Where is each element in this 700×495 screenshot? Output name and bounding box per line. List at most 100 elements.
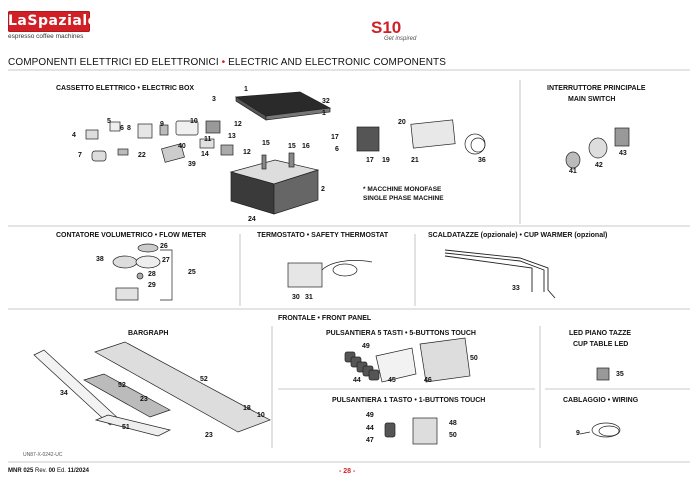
page-title-en: ELECTRIC AND ELECTRONIC COMPONENTS — [228, 57, 447, 68]
model-name: S10 — [371, 18, 401, 38]
section-title-led-it: LED PIANO TAZZE — [569, 330, 632, 337]
section-title-wiring: CABLAGGIO • WIRING — [563, 397, 639, 404]
page-number: - 28 - — [339, 468, 356, 475]
section-title-touch5: PULSANTIERA 5 TASTI • 5-BUTTONS TOUCH — [326, 330, 476, 337]
touch1-drawing — [384, 417, 438, 445]
part-label: 5 — [107, 118, 111, 125]
part-label: 39 — [188, 161, 196, 168]
section-title-front-panel: FRONTALE • FRONT PANEL — [278, 315, 372, 322]
part-label: 14 — [201, 151, 209, 158]
part-label: 18 — [243, 405, 251, 412]
wiring-drawing — [579, 422, 621, 438]
part-label: 20 — [398, 119, 406, 126]
part-label: 1 — [322, 110, 326, 117]
section-title-thermostat: TERMOSTATO • SAFETY THERMOSTAT — [257, 232, 389, 239]
section-title-touch1: PULSANTIERA 1 TASTO • 1-BUTTONS TOUCH — [332, 397, 486, 404]
ed-label: Ed. — [56, 468, 66, 474]
part-label: 2 — [321, 186, 325, 193]
part-label: 15 — [262, 140, 270, 147]
part-label: 22 — [138, 152, 146, 159]
part-label: 13 — [228, 133, 236, 140]
part-label: 35 — [616, 371, 624, 378]
part-label: 42 — [595, 162, 603, 169]
rev-value: 00 — [48, 468, 56, 474]
part-label: 10 — [257, 412, 265, 419]
model-text: S10 — [371, 18, 402, 37]
part-label: 17 — [366, 157, 374, 164]
part-label: 40 — [178, 143, 186, 150]
part-label: 3 — [212, 96, 216, 103]
part-label: 10 — [190, 118, 198, 125]
part-label: 9 — [576, 430, 580, 437]
page-title-it: COMPONENTI ELETTRICI ED ELETTRONICI — [8, 57, 219, 68]
part-label: 21 — [411, 157, 419, 164]
part-label: 44 — [353, 377, 361, 384]
page-title: COMPONENTI ELETTRICI ED ELETTRONICI • EL… — [8, 57, 446, 68]
part-label: 32 — [322, 98, 330, 105]
part-label: 38 — [96, 256, 104, 263]
section-title-main-switch-it: INTERRUTTORE PRINCIPALE — [547, 85, 646, 92]
document-id: MNR 025 Rev. 00 Ed. 11/2024 — [8, 468, 89, 474]
touch5-drawing — [344, 337, 471, 383]
doc-code: MNR 025 — [8, 468, 34, 474]
part-label: 23 — [140, 396, 148, 403]
section-title-led-en: CUP TABLE LED — [573, 341, 629, 348]
note-line-2: SINGLE PHASE MACHINE — [363, 195, 444, 202]
part-label: 1 — [244, 86, 248, 93]
part-label: 34 — [60, 390, 68, 397]
part-label: 49 — [366, 412, 374, 419]
ed-value: 11/2024 — [67, 468, 89, 474]
single-phase-note: * MACCHINE MONOFASE SINGLE PHASE MACHINE — [363, 185, 444, 203]
part-label: 33 — [512, 285, 520, 292]
part-label: 11 — [204, 136, 212, 143]
part-label: 27 — [162, 257, 170, 264]
rev-label: Rev. — [35, 468, 47, 474]
part-label: 25 — [188, 269, 196, 276]
part-label: 52 — [200, 376, 208, 383]
part-label: 51 — [122, 424, 130, 431]
part-label: 8 — [127, 125, 131, 132]
section-dividers — [8, 69, 690, 463]
part-label: 36 — [478, 157, 486, 164]
note-line-1: * MACCHINE MONOFASE — [363, 186, 442, 193]
part-label: 48 — [449, 420, 457, 427]
section-title-bargraph: BARGRAPH — [128, 330, 169, 337]
part-label: 12 — [243, 149, 251, 156]
part-label: 46 — [424, 377, 432, 384]
part-label: 41 — [569, 168, 577, 175]
part-label: 23 — [205, 432, 213, 439]
electric-box-drawing — [85, 91, 486, 215]
part-label: 17 — [331, 134, 339, 141]
brand-logo: LaSpaziale — [8, 11, 98, 32]
part-label: 45 — [388, 377, 396, 384]
part-label: 16 — [302, 143, 310, 150]
part-label: 7 — [78, 152, 82, 159]
part-label: 9 — [160, 121, 164, 128]
part-label: 31 — [305, 294, 313, 301]
part-label: 6 — [335, 146, 339, 153]
part-label: 4 — [72, 132, 76, 139]
thermostat-drawing — [287, 260, 373, 288]
brand-logo-text: LaSpaziale — [8, 13, 98, 29]
flow-meter-drawing — [112, 243, 173, 301]
section-title-main-switch-en: MAIN SWITCH — [568, 96, 616, 103]
main-switch-drawing — [565, 127, 630, 169]
part-label: 15 — [288, 143, 296, 150]
led-drawing — [596, 367, 610, 381]
part-label: 50 — [449, 432, 457, 439]
page-title-separator: • — [221, 57, 226, 68]
part-label: 26 — [160, 243, 168, 250]
part-label: 28 — [148, 271, 156, 278]
cup-warmer-drawing — [444, 249, 556, 299]
part-label: 47 — [366, 437, 374, 444]
part-label: 44 — [366, 425, 374, 432]
part-label: 24 — [248, 216, 256, 223]
section-title-cup-warmer: SCALDATAZZE (opzionale) • CUP WARMER (op… — [428, 232, 608, 239]
part-label: 19 — [382, 157, 390, 164]
section-title-electric-box: CASSETTO ELETTRICO • ELECTRIC BOX — [56, 85, 195, 92]
part-label: 49 — [362, 343, 370, 350]
brand-tagline: espresso coffee machines — [8, 33, 84, 40]
part-label: 52 — [118, 382, 126, 389]
part-label: 43 — [619, 150, 627, 157]
